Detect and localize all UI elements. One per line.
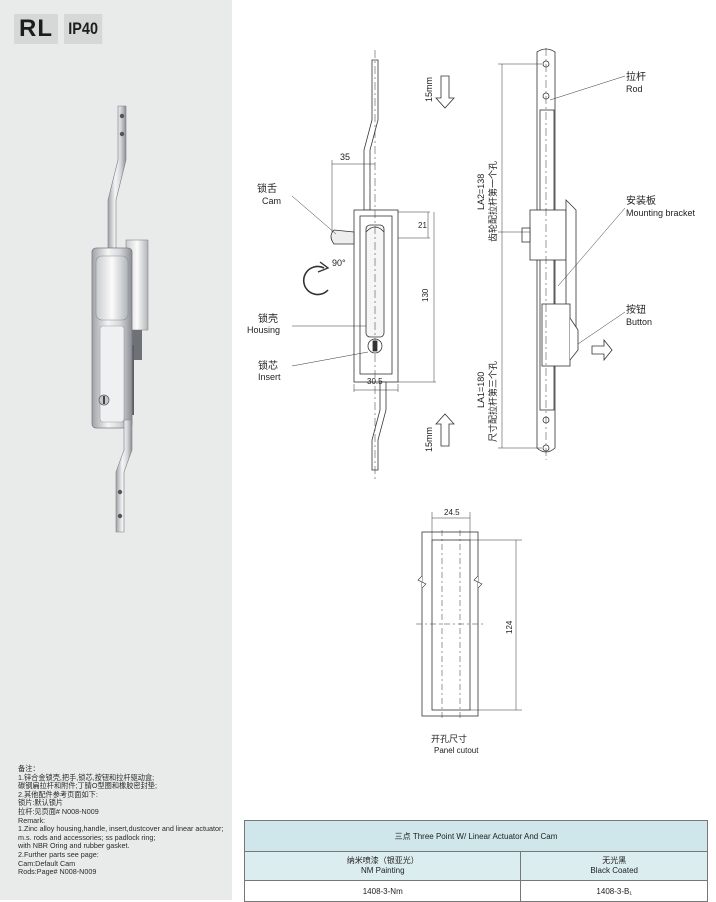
cutout-label-cn: 开孔尺寸 <box>431 733 467 744</box>
remark-line: 拉杆:见页面# N008-N009 <box>18 806 99 816</box>
cutout-width-dimension: 24.5 <box>444 508 460 517</box>
stroke-bottom-label: 15mm <box>424 427 434 452</box>
stroke-top-label: 15mm <box>424 77 434 102</box>
la1-note: 尺寸配拉杆第三个孔 <box>487 361 498 442</box>
cutout-height-dimension: 124 <box>505 620 514 634</box>
body-width-dimension: 30.5 <box>367 377 383 386</box>
finish-header: 纳米喷漆（银亚光） NM Painting <box>243 851 522 881</box>
rotation-label: 90° <box>332 258 346 268</box>
la1-dimension: LA1=180 <box>476 372 486 408</box>
remark-line: 2.Further parts see page: <box>18 849 99 859</box>
part-code: 1408-3-B₁ <box>520 880 708 902</box>
housing-label-cn: 锁壳 <box>258 312 278 325</box>
model-badges: RL IP40 <box>14 14 109 44</box>
left-panel: RL IP40 <box>0 0 232 900</box>
remark-line: 备注： <box>18 764 40 773</box>
housing-label-en: Housing <box>247 325 280 335</box>
remark-line: with NBR Oring and rubber gasket. <box>18 841 130 851</box>
la2-note: 齿轮配拉杆第一个孔 <box>487 161 498 242</box>
rod-label-en: Rod <box>626 84 643 94</box>
table-title: 三点 Three Point W/ Linear Actuator And Ca… <box>244 820 708 852</box>
remarks: 备注： 1.锌合金锁壳,把手,锁芯,按钮和拉杆驱动盒; 碳钢扁拉杆和附件;丁腈O… <box>18 764 228 877</box>
series-badge: RL <box>14 14 58 44</box>
cam-label-cn: 锁舌 <box>257 182 277 195</box>
protection-badge: IP40 <box>64 14 103 44</box>
cam-label-en: Cam <box>262 196 281 206</box>
part-code: 1408-3-Nm <box>243 880 522 902</box>
la2-dimension: LA2=138 <box>476 174 486 210</box>
finish-cn: 无光黑 <box>602 856 627 865</box>
product-photo <box>91 105 149 533</box>
remark-line: 锁片:默认锁片 <box>18 798 64 808</box>
technical-drawing: 35 21 90° 130 30.5 锁舌 Cam 锁壳 Housing 锁芯 … <box>247 48 696 755</box>
remark-line: 1.锌合金锁壳,把手,锁芯,按钮和拉杆驱动盒; <box>18 772 155 782</box>
finish-en: NM Painting <box>360 866 405 875</box>
button-label-cn: 按钮 <box>626 303 646 316</box>
bracket-label-en: Mounting bracket <box>626 208 696 218</box>
remark-line: Remark: <box>18 815 46 825</box>
insert-label-en: Insert <box>258 372 281 382</box>
finish-cn: 纳米喷漆（银亚光） <box>346 856 419 865</box>
remark-line: 碳钢扁拉杆和附件;丁腈O型圈和橡胶密封垫; <box>18 781 157 791</box>
finish-en: Black Coated <box>590 866 639 875</box>
remark-line: m.s. rods and accessories; ss padlock ri… <box>18 832 156 842</box>
remark-line: 1.Zinc alloy housing,handle, insert,dust… <box>18 824 224 834</box>
body-length-dimension: 130 <box>421 288 430 302</box>
ordering-table: 三点 Three Point W/ Linear Actuator And Ca… <box>243 820 708 902</box>
button-label-en: Button <box>626 317 652 327</box>
cutout-label-en: Panel cutout <box>434 746 479 755</box>
rod-label-cn: 拉杆 <box>626 70 646 83</box>
bracket-label-cn: 安装板 <box>626 194 656 207</box>
remark-line: Rods:Page# N008-N009 <box>18 867 97 877</box>
remark-line: 2.其他配件参考页面如下: <box>18 789 98 799</box>
cam-dimension: 35 <box>340 152 350 162</box>
remark-line: Cam:Default Cam <box>18 858 76 868</box>
cam-height-dimension: 21 <box>418 221 427 230</box>
insert-label-cn: 锁芯 <box>258 359 278 372</box>
finish-header: 无光黑 Black Coated <box>520 851 708 881</box>
